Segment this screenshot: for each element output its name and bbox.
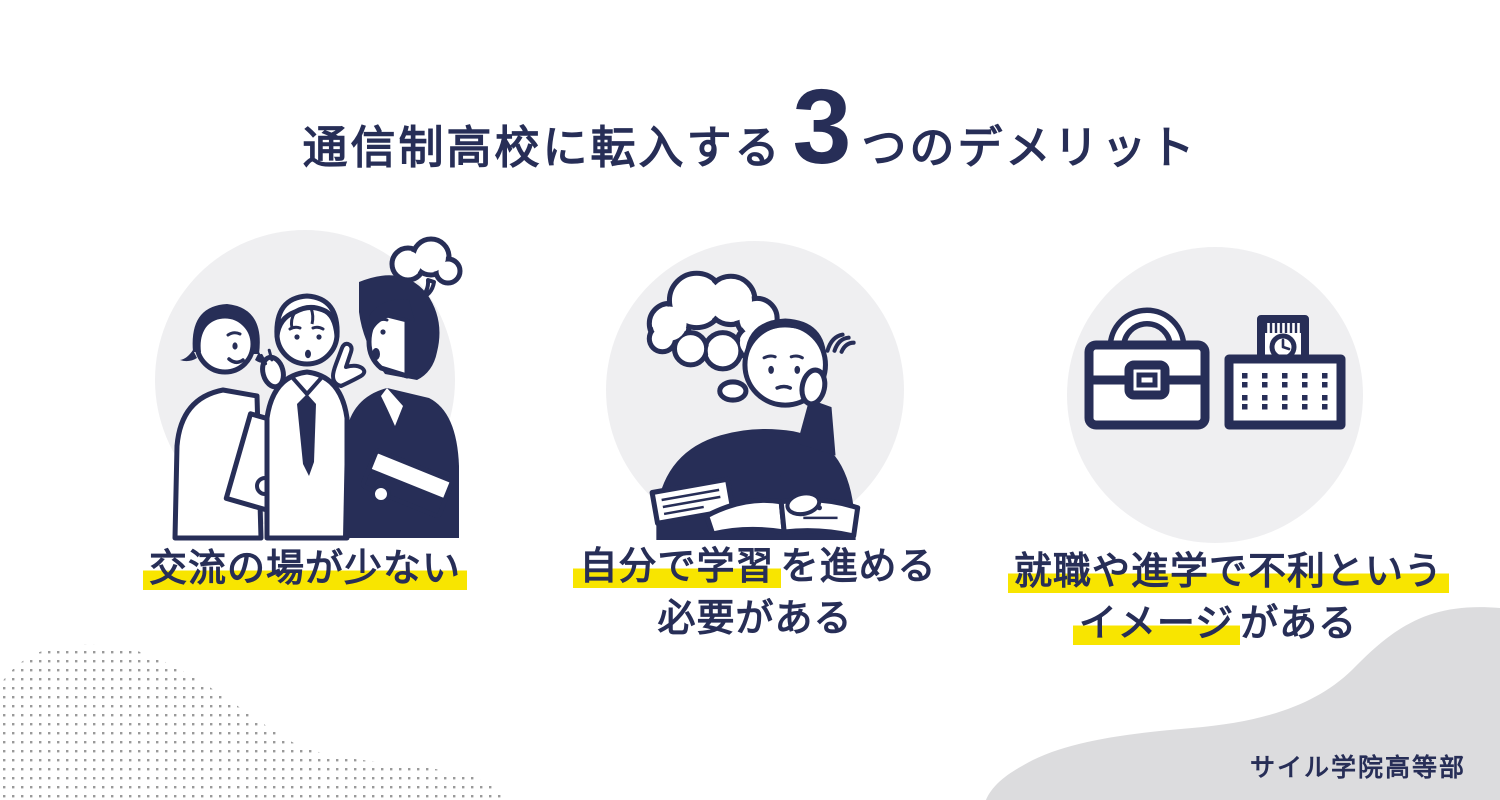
squiggle-icon xyxy=(825,332,856,354)
speech-bubble-icon xyxy=(389,236,463,301)
title-number: 3 xyxy=(792,68,852,186)
page-title: 通信制高校に転入する 3 つのデメリット xyxy=(0,74,1500,180)
demerit-2-caption: 自分で学習を進める 必要がある xyxy=(553,542,957,645)
demerit-3-caption: 就職や進学で不利という イメージがある xyxy=(1008,547,1450,650)
caption-text-highlighted: イメージ xyxy=(1072,602,1241,645)
demerit-item-1: 交流の場が少ない xyxy=(100,224,510,596)
caption-text: がある xyxy=(1240,602,1358,645)
caption-text-highlighted: 自分で学習 xyxy=(573,546,781,588)
dotted-pattern-decoration xyxy=(0,644,505,800)
wave-decoration xyxy=(986,607,1500,800)
people-discussion-illustration xyxy=(155,230,463,541)
demerit-1-caption: 交流の場が少ない xyxy=(100,544,510,596)
brand-name: サイル学院高等部 xyxy=(1249,754,1466,782)
school-building-icon xyxy=(1224,315,1346,430)
title-suffix: つのデメリット xyxy=(861,122,1198,173)
title-prefix: 通信制高校に転入する xyxy=(302,122,783,173)
person-middle xyxy=(259,293,350,541)
thinking-student-illustration xyxy=(606,241,904,540)
demerit-item-3: 就職や進学で不利という イメージがある xyxy=(1008,245,1450,650)
caption-text: 必要がある xyxy=(657,597,853,640)
demerit-item-2: 自分で学習を進める 必要がある xyxy=(553,238,957,645)
student-figure xyxy=(649,318,861,540)
person-right xyxy=(331,275,459,538)
briefcase-icon xyxy=(1084,307,1210,430)
caption-text-highlighted: 就職や進学で不利という xyxy=(1008,551,1450,593)
caption-text-highlighted: 交流の場が少ない xyxy=(142,548,467,590)
open-notebook xyxy=(704,497,861,539)
briefcase-and-school-icons xyxy=(1067,247,1363,543)
caption-text: を進める xyxy=(780,546,937,588)
